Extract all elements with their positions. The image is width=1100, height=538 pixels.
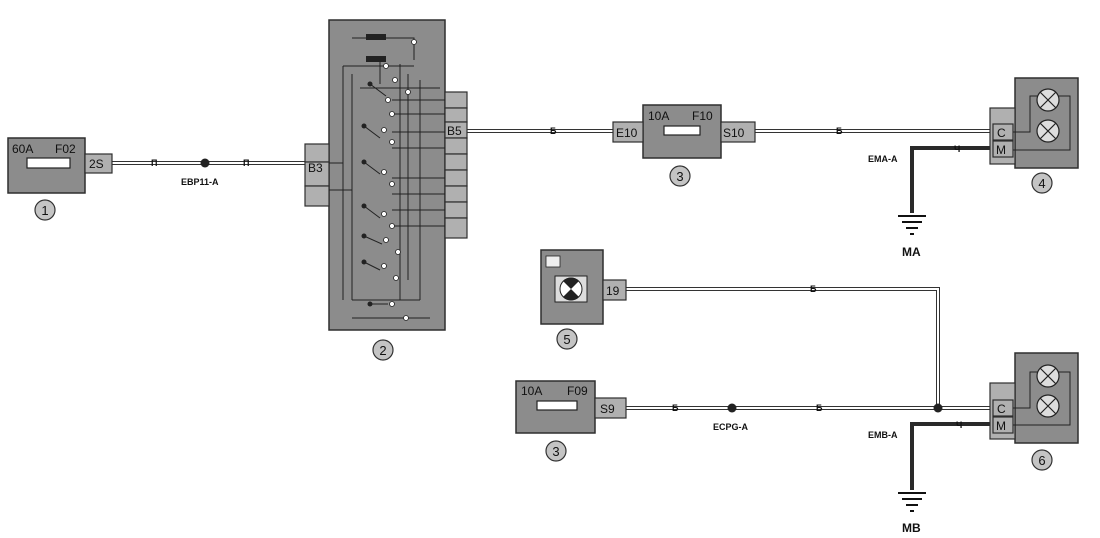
fuse-f10-rating: 10A [648,109,669,123]
fuse-f09-pin: S9 [600,402,615,416]
switch5-pin: 19 [606,284,620,298]
switch-5: 19 [540,249,627,325]
lamp6-pin-m: M [996,419,1006,433]
fuse-f10-pin-in: E10 [616,126,638,140]
fuse-f09-element [536,400,578,411]
wire-code-b-4: Б [672,403,679,413]
wire-code-ch-2: Ч [956,420,962,430]
lamp6-pin-c: C [997,402,1006,416]
wire-code-p-2: П [243,158,249,168]
bulb-icon [1036,88,1060,112]
ground-symbol-ma [898,215,926,235]
bulb-icon [1036,119,1060,143]
wire-code-b-1: Б [550,126,557,136]
ground-wire-emb [910,422,990,490]
lamp4-pin-m: M [996,143,1006,157]
svg-text:4: 4 [1038,176,1045,191]
fuse-f09-rating: 10A [521,384,542,398]
fuse-f10-pin-out: S10 [723,126,745,140]
svg-text:2: 2 [379,343,386,358]
bulb-icon [1036,364,1060,388]
ground-symbol-mb [898,492,926,512]
callout-5: 5 [556,328,578,350]
fuse-f10-id: F10 [692,109,713,123]
wire-code-b-5: Б [816,403,823,413]
fuse-f02-id: F02 [55,142,76,156]
callout-2: 2 [372,339,394,361]
splice-ebp11-label: EBP11-A [181,177,219,187]
block-pin-b3: B3 [308,161,323,175]
fuse-f02: 60A F02 2S [7,137,113,194]
fuse-f02-pin: 2S [89,157,104,171]
fuse-f09-id: F09 [567,384,588,398]
block-pin-b5: B5 [447,124,462,138]
callout-6: 6 [1031,449,1053,471]
fuse-f09: 10A F09 S9 [515,380,627,434]
wire-code-ch-1: Ч [954,144,960,154]
ground-ma-label: MA [902,245,921,259]
svg-text:3: 3 [552,444,559,459]
splice-ecpg-dot [727,403,737,413]
internal-switch-schematic [329,34,445,321]
wire-code-b-2: Б [836,126,843,136]
ground-mb-label: MB [902,521,921,535]
bulb-icon [1036,394,1060,418]
wire-code-p-1: П [151,158,157,168]
svg-text:6: 6 [1038,453,1045,468]
ground-wire-ema [910,146,990,213]
ground-ema-label: EMA-A [868,154,898,164]
svg-text:1: 1 [41,203,48,218]
lamp-unit-4: C M [989,77,1079,169]
fuse-f02-rating: 60A [12,142,33,156]
lamp4-pin-c: C [997,126,1006,140]
callout-3b: 3 [545,440,567,462]
switch-block: B3 B5 [304,19,468,331]
splice-ecpg-label: ECPG-A [713,422,749,432]
fuse-f02-element [26,157,71,169]
callout-4: 4 [1031,172,1053,194]
svg-text:3: 3 [676,169,683,184]
svg-text:5: 5 [563,332,570,347]
splice-ebp11-dot [200,158,210,168]
wire-code-b-3: Б [810,284,817,294]
fuse-f10: E10 S10 10A F10 [612,104,756,159]
fuse-f10-element [663,125,701,136]
lamp-symbol-icon [554,275,588,303]
indicator-icon [545,255,561,268]
ground-emb-label: EMB-A [868,430,898,440]
junction-dot [933,403,943,413]
lamp-unit-6: C M [989,352,1079,444]
callout-1: 1 [34,199,56,221]
wire-switch5-to-lamp6 [626,287,940,408]
callout-3a: 3 [669,165,691,187]
